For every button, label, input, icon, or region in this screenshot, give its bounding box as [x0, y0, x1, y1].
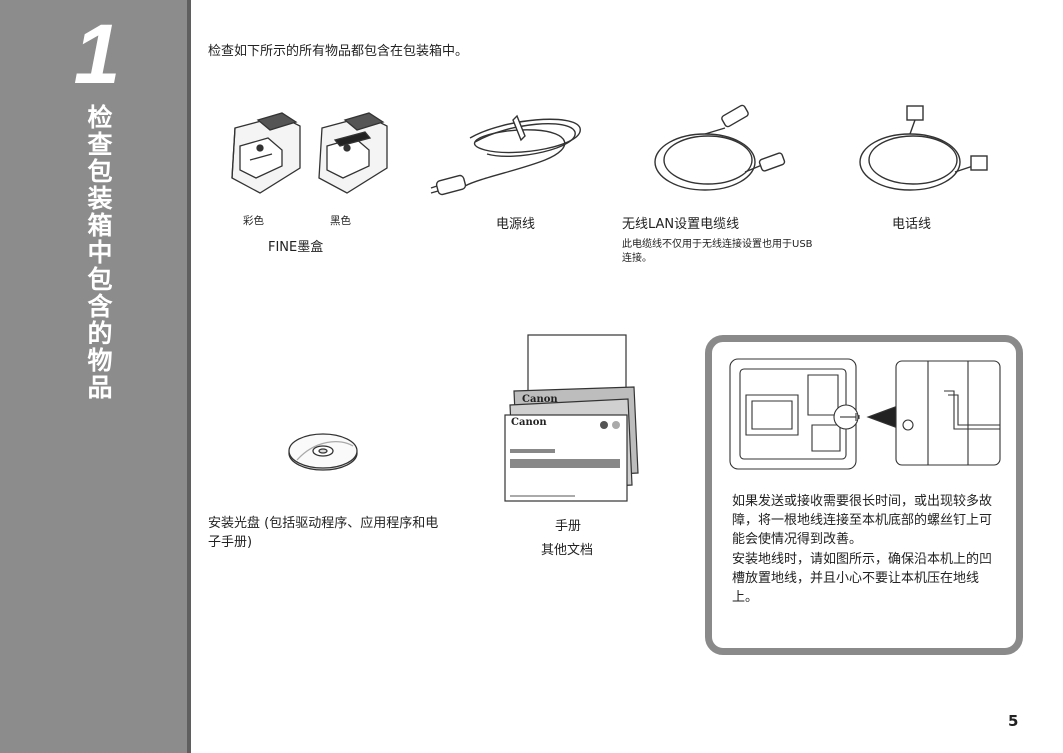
phone-cord-label: 电话线: [892, 217, 932, 232]
chapter-sidebar: 1 检查包装箱中包含的物品: [0, 0, 191, 753]
ground-note-para2: 安装地线时，请如图所示，确保沿本机上的凹槽放置地线，并且小心不要让本机压在地线上…: [732, 552, 993, 605]
ink-cartridges-illustration: [231, 112, 388, 194]
ink-black-label: 黑色: [330, 215, 351, 227]
manual-label: 手册: [555, 519, 582, 534]
phone-cord-illustration: [859, 105, 988, 191]
page-number: 5: [1008, 712, 1019, 730]
cd-disc-illustration: [288, 433, 358, 471]
other-docs-label: 其他文档: [541, 543, 594, 558]
ground-note-para1: 如果发送或接收需要很长时间，或出现较多故障，将一根地线连接至本机底部的螺丝钉上可…: [732, 494, 993, 547]
lan-cable-label: 无线LAN设置电缆线: [622, 217, 740, 232]
ink-color-label: 彩色: [243, 215, 264, 227]
intro-text: 检查如下所示的所有物品都包含在包装箱中。: [208, 44, 469, 59]
power-cord-label: 电源线: [496, 217, 536, 232]
manual-brand-back: Canon: [522, 394, 558, 405]
manual-brand-front: Canon: [511, 417, 547, 428]
cd-caption: 安装光盘 (包括驱动程序、应用程序和电子手册): [208, 516, 439, 550]
chapter-number: 1: [73, 7, 121, 101]
manuals-illustration: [504, 334, 639, 502]
ground-wire-note-box: 如果发送或接收需要很长时间，或出现较多故障，将一根地线连接至本机底部的螺丝钉上可…: [705, 335, 1023, 655]
ground-wire-illustration: [729, 358, 1001, 470]
ink-cartridge-name: FINE墨盒: [268, 240, 324, 255]
power-cord-illustration: [430, 114, 581, 196]
lan-cable-illustration: [654, 104, 786, 191]
lan-cable-note: 此电缆线不仅用于无线连接设置也用于USB连接。: [622, 239, 813, 264]
chapter-title: 检查包装箱中包含的物品: [84, 104, 113, 401]
